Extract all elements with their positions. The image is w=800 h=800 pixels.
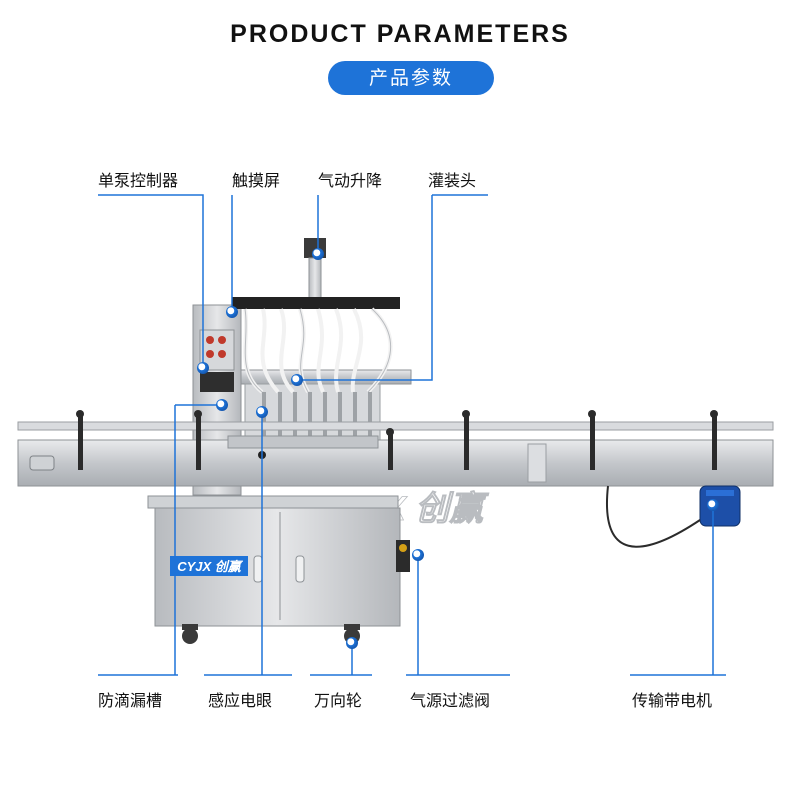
filling-nozzles	[262, 392, 372, 444]
panel-logo: CYJX 创赢	[177, 559, 244, 574]
label-conveyor-motor: 传输带电机	[632, 691, 713, 710]
label-sensor-eye: 感应电眼	[208, 691, 273, 710]
base-cabinet	[147, 495, 401, 627]
conveyor	[17, 421, 774, 487]
guide-rail-knobs	[76, 410, 718, 470]
label-air-filter-valve: 气源过滤阀	[410, 691, 491, 710]
conveyor-motor	[699, 485, 741, 527]
callout-dots	[197, 248, 719, 649]
label-pneumatic-lift: 气动升降	[318, 171, 383, 190]
controller-buttons	[206, 336, 226, 358]
label-single-pump-controller: 单泵控制器	[98, 171, 179, 190]
callout-lines	[98, 194, 714, 675]
motor-cable	[606, 485, 701, 548]
pneumatic-lift	[304, 238, 326, 304]
touch-screen	[200, 372, 234, 392]
panel-logo-plate	[170, 556, 248, 576]
subtitle-badge: 产品参数	[328, 61, 494, 95]
page-title: PRODUCT PARAMETERS	[230, 20, 570, 48]
label-touch-screen: 触摸屏	[232, 171, 281, 190]
label-filling-head: 灌装头	[428, 171, 477, 190]
drip-tray	[227, 435, 379, 449]
casters	[182, 624, 360, 644]
air-filter-valve	[396, 540, 410, 572]
label-casters: 万向轮	[314, 691, 363, 710]
manifold-bar	[232, 297, 400, 309]
label-drip-tray: 防滴漏槽	[98, 691, 163, 710]
